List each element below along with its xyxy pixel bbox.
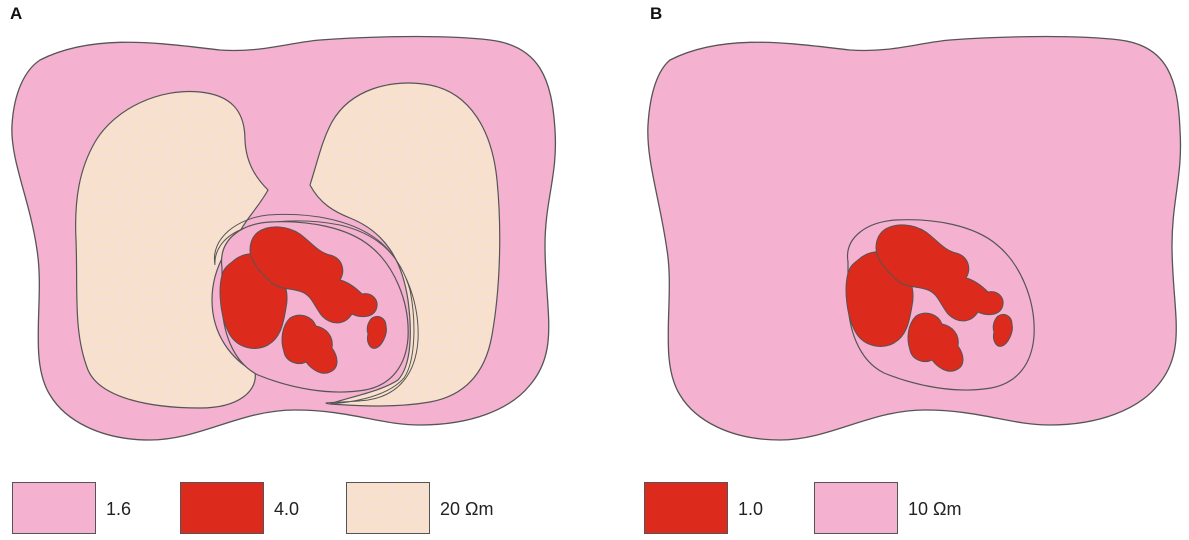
legend-swatch-torso: [12, 482, 96, 534]
panel-a: A 1.6 4.0 20 Ωm: [0, 0, 590, 540]
legend-label: 1.0: [738, 499, 763, 520]
legend-label: 1.6: [106, 499, 131, 520]
torso-model-homogeneous: [640, 0, 1189, 480]
panel-b: B 1.0 10 Ωm: [640, 0, 1189, 540]
legend-swatch-blood: [644, 482, 728, 534]
legend-label: 20 Ωm: [440, 499, 493, 520]
legend-swatch-torso: [814, 482, 898, 534]
torso-model-full: [0, 0, 590, 480]
legend-swatch-blood: [180, 482, 264, 534]
legend-label: 10 Ωm: [908, 499, 961, 520]
legend-label: 4.0: [274, 499, 299, 520]
legend-swatch-lung: [346, 482, 430, 534]
